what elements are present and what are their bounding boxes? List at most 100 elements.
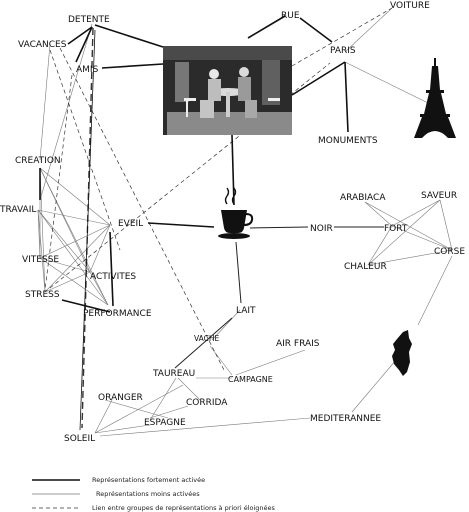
node-detente: DETENTE <box>68 15 110 25</box>
node-voiture: VOITURE <box>390 1 430 11</box>
link-soleil-oranger <box>94 399 113 434</box>
link-creation-eveil <box>39 167 111 226</box>
link-paris-monuments <box>344 61 349 133</box>
link-cafe-paris <box>291 61 346 96</box>
link-taureau-espagne <box>149 377 177 421</box>
link-eveil-performance <box>109 231 114 307</box>
link-cup-lait <box>235 241 242 304</box>
coffee-cup-icon <box>218 187 254 239</box>
legend-distant-label: Lien entre groupes de représentations à … <box>92 504 276 512</box>
link-airfrais-campagne <box>235 349 306 376</box>
link-chaleur-corse <box>367 249 453 266</box>
link-detente-travail <box>39 23 93 201</box>
weak-links <box>37 7 453 437</box>
node-corrida: CORRIDA <box>186 398 228 408</box>
node-campagne: CAMPAGNE <box>228 375 273 384</box>
eiffel-tower-icon <box>414 58 456 138</box>
link-vitesse-activites <box>39 257 91 273</box>
node-taureau: TAUREAU <box>152 369 195 379</box>
node-oranger: ORANGER <box>98 393 143 403</box>
link-saveur-chaleur <box>367 199 441 266</box>
node-vitesse: VITESSE <box>22 255 59 265</box>
link-oranger-espagne <box>104 399 169 419</box>
node-saveur: SAVEUR <box>421 191 457 201</box>
link-travail-vitesse <box>37 209 41 259</box>
link-vitesse-eveil <box>39 224 111 259</box>
link-paris-monuments-a <box>344 61 429 104</box>
link-cafe-rue <box>247 15 286 39</box>
link-soleil-mediterannee <box>99 417 311 437</box>
link-travail-activites <box>37 209 91 273</box>
link-travail-performance <box>37 209 109 306</box>
legend-strong-label: Représentations fortement activée <box>92 476 205 484</box>
link-creation-stress <box>39 167 46 293</box>
node-monuments: MONUMENTS <box>318 136 378 146</box>
link-soleil-espagne <box>94 424 151 434</box>
link-lait-taureau <box>174 317 233 369</box>
node-lait: LAIT <box>236 306 256 316</box>
link-saveur-fort <box>391 199 441 227</box>
link-travail-eveil <box>37 209 111 226</box>
link-creation-performance <box>39 167 109 306</box>
link-stress-performance <box>61 299 111 313</box>
link-taureau-corrida <box>177 377 201 401</box>
link-vache-campagne <box>209 345 233 376</box>
node-arabiaca: ARABIACA <box>340 193 386 203</box>
node-soleil: SOLEIL <box>64 434 95 444</box>
link-lait-vache <box>211 309 241 341</box>
node-air-frais: AIR FRAIS <box>276 339 320 349</box>
link-amis-stress <box>44 74 73 291</box>
link-cup-noir <box>249 226 309 229</box>
link-cafe-voiture <box>291 7 393 67</box>
link-stress-paris <box>49 62 331 289</box>
link-island-mediterannee <box>351 359 397 413</box>
node-activites: ACTIVITES <box>90 272 136 282</box>
link-stress-eveil <box>44 224 111 293</box>
link-rue-paris <box>299 17 333 43</box>
node-fort: FORT <box>384 224 408 234</box>
node-mediterannee: MEDITERANNEE <box>310 414 381 424</box>
link-paris-voiture <box>344 7 393 53</box>
legend-weak-label: Représentations moins activées <box>96 490 200 498</box>
node-corse: CORSE <box>434 247 465 257</box>
link-fort-corse <box>391 225 453 251</box>
link-soleil-taureau <box>94 384 184 434</box>
node-amis: AMIS <box>76 65 99 75</box>
link-detente-cafe <box>94 24 164 48</box>
node-eveil: EVEIL <box>118 219 143 229</box>
link-vacances-creation <box>39 43 51 161</box>
cafe-photo <box>163 46 292 135</box>
link-stress-activites <box>44 271 91 293</box>
link-vacances-activites <box>49 49 121 251</box>
node-noir: NOIR <box>310 224 333 234</box>
link-cafe-cup <box>231 134 235 206</box>
link-travail-stress <box>37 209 46 293</box>
corsica-map-icon <box>392 330 412 376</box>
node-chaleur: CHALEUR <box>344 262 387 272</box>
node-espagne: ESPAGNE <box>144 418 186 428</box>
link-vacances-detente <box>67 26 93 45</box>
link-fort-chaleur <box>367 225 393 266</box>
link-corse-island <box>417 255 453 326</box>
link-vacances-campagne <box>59 47 226 373</box>
link-amis-cafe <box>101 63 164 69</box>
link-saveur-corse <box>439 199 453 251</box>
node-rue: RUE <box>281 11 300 21</box>
node-performance: PERFORMANCE <box>83 309 152 319</box>
node-labels: DETENTE VACANCES AMIS RUE VOITURE PARIS … <box>0 1 465 444</box>
node-stress: STRESS <box>25 290 60 300</box>
strong-links <box>39 15 349 431</box>
link-arabiaca-fort <box>364 201 393 227</box>
legend: Représentations fortement activée Représ… <box>32 476 276 512</box>
link-vitesse-performance <box>39 257 109 306</box>
link-eveil-cup <box>147 222 215 228</box>
medium-links <box>174 226 384 369</box>
link-soleil-detente-strong <box>79 29 96 431</box>
link-activites-performance <box>89 271 109 306</box>
node-paris: PARIS <box>330 46 356 56</box>
node-vache: VACHE <box>194 334 220 343</box>
link-eveil-activites <box>89 224 111 273</box>
link-arabiaca-corse <box>364 201 453 251</box>
